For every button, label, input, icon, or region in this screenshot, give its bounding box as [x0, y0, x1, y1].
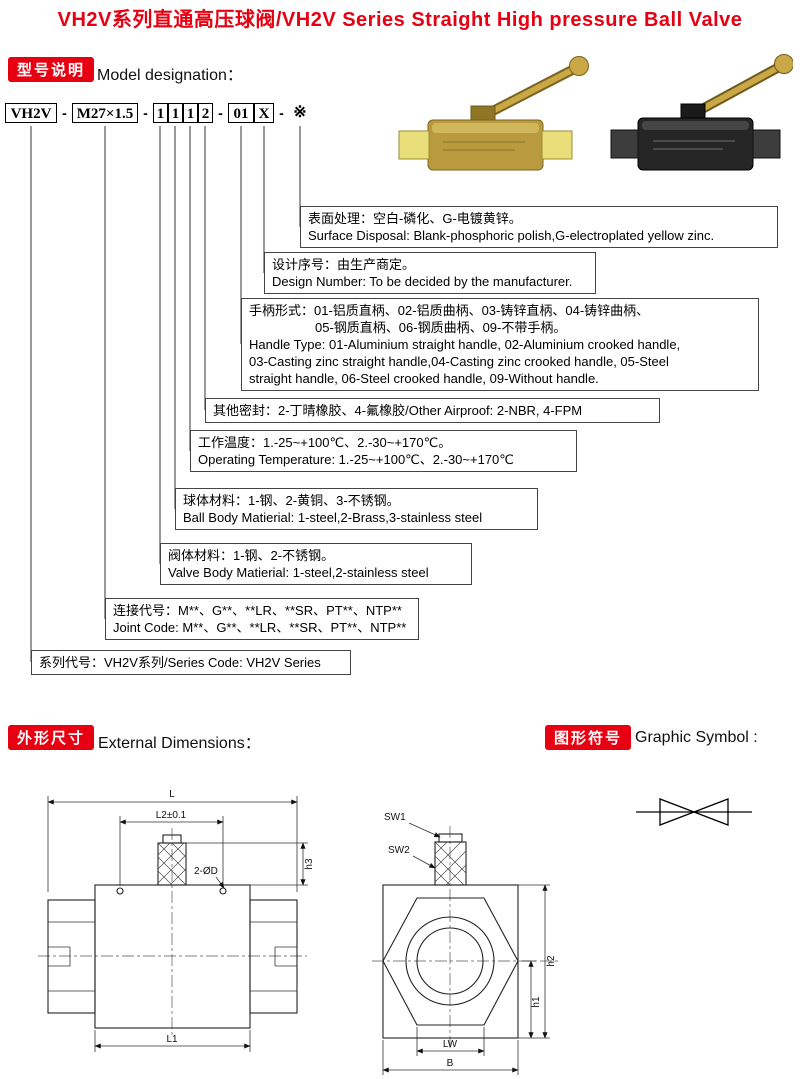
annotation-design-number: 设计序号：由生产商定。 Design Number: To be decided…: [264, 252, 596, 294]
annotation-line: Joint Code: M**、G**、**LR、**SR、PT**、NTP**: [113, 620, 407, 635]
annotation-line: 连接代号：M**、G**、**LR、**SR、PT**、NTP**: [113, 603, 402, 618]
dim-label-L: L: [169, 789, 175, 800]
annotation-line: 阀体材料：1-钢、2-不锈钢。: [168, 548, 335, 563]
annotation-line: 表面处理：空白-磷化、G-电镀黄锌。: [308, 211, 522, 226]
external-dimensions-badge: 外形尺寸: [8, 725, 95, 750]
dim-label-B: B: [447, 1058, 454, 1069]
code-separator: -: [218, 105, 223, 121]
annotation-line: Handle Type: 01-Aluminium straight handl…: [249, 337, 681, 352]
code-segment-valve-body: 1: [153, 103, 168, 123]
product-photos: [398, 54, 793, 171]
code-separator: -: [62, 105, 67, 121]
dim-label-h2: h2: [546, 955, 557, 967]
code-segment-series: VH2V: [5, 103, 57, 123]
annotation-line: 工作温度：1.-25~+100℃、2.-30~+170℃。: [198, 435, 452, 450]
annotation-line: Operating Temperature: 1.-25~+100℃、2.-30…: [198, 452, 514, 467]
annotation-line: 系列代号：VH2V系列/Series Code: VH2V Series: [39, 655, 321, 670]
model-designation-badge: 型号说明: [8, 57, 95, 82]
code-segment-surface: ※: [289, 103, 311, 123]
model-designation-header: 型号说明: [8, 57, 95, 82]
code-segment-handle: 01: [228, 103, 254, 123]
annotation-line: Design Number: To be decided by the manu…: [272, 274, 573, 289]
annotation-line: 手柄形式：01-铝质直柄、02-铝质曲柄、03-铸锌直柄、04-铸锌曲柄、: [249, 303, 650, 318]
annotation-surface-disposal: 表面处理：空白-磷化、G-电镀黄锌。 Surface Disposal: Bla…: [300, 206, 778, 248]
annotation-line: Surface Disposal: Blank-phosphoric polis…: [308, 228, 715, 243]
code-segment-ball-body: 1: [168, 103, 183, 123]
annotation-line: Ball Body Matierial: 1-steel,2-Brass,3-s…: [183, 510, 483, 525]
dim-label-LW: LW: [443, 1039, 458, 1050]
code-segment-design: X: [254, 103, 274, 123]
side-view-drawing: L L2±0.1 2-ØD h3 L1: [38, 789, 315, 1052]
dim-label-L1: L1: [166, 1034, 178, 1045]
code-separator: -: [143, 105, 148, 121]
dim-label-h1: h1: [531, 996, 542, 1008]
annotation-operating-temperature: 工作温度：1.-25~+100℃、2.-30~+170℃。 Operating …: [190, 430, 577, 472]
model-designation-label: Model designation：: [97, 67, 243, 84]
annotation-line: 05-钢质直柄、06-钢质曲柄、09-不带手柄。: [315, 320, 567, 335]
external-dimensions-label: External Dimensions：: [98, 735, 261, 752]
annotation-line: 03-Casting zinc straight handle,04-Casti…: [249, 354, 669, 369]
dim-label-L2: L2±0.1: [156, 810, 187, 821]
code-separator: -: [279, 105, 284, 121]
engineering-drawings: L L2±0.1 2-ØD h3 L1: [38, 789, 560, 1075]
annotation-line: 其他密封：2-丁晴橡胶、4-氟橡胶/Other Airproof: 2-NBR,…: [213, 403, 583, 418]
annotation-other-airproof: 其他密封：2-丁晴橡胶、4-氟橡胶/Other Airproof: 2-NBR,…: [205, 398, 660, 423]
annotation-line: 设计序号：由生产商定。: [272, 257, 416, 272]
annotation-handle-type: 手柄形式：01-铝质直柄、02-铝质曲柄、03-铸锌直柄、04-铸锌曲柄、 05…: [241, 298, 759, 391]
dim-label-SW2: SW2: [388, 845, 410, 856]
external-dimensions-header: 外形尺寸: [8, 725, 95, 750]
dim-label-SW1: SW1: [384, 812, 406, 823]
page-title: VH2V系列直通高压球阀/VH2V Series Straight High p…: [57, 9, 743, 31]
brass-valve-photo: [398, 56, 589, 171]
code-segment-temperature: 1: [183, 103, 198, 123]
annotation-ball-body-material: 球体材料：1-钢、2-黄铜、3-不锈钢。 Ball Body Matierial…: [175, 488, 538, 530]
annotation-series-code: 系列代号：VH2V系列/Series Code: VH2V Series: [31, 650, 351, 675]
annotation-valve-body-material: 阀体材料：1-钢、2-不锈钢。 Valve Body Matierial: 1-…: [160, 543, 472, 585]
annotation-line: Valve Body Matierial: 1-steel,2-stainles…: [168, 565, 429, 580]
code-segment-airproof: 2: [198, 103, 213, 123]
dim-label-holes: 2-ØD: [194, 866, 218, 877]
front-view-drawing: SW1 SW2 h2 h1 LW B: [372, 812, 560, 1075]
graphic-symbol-badge: 图形符号: [545, 725, 632, 750]
graphic-symbol-header: 图形符号: [545, 725, 632, 750]
annotation-joint-code: 连接代号：M**、G**、**LR、**SR、PT**、NTP** Joint …: [105, 598, 419, 640]
annotation-line: 球体材料：1-钢、2-黄铜、3-不锈钢。: [183, 493, 400, 508]
black-valve-photo: [610, 54, 793, 171]
code-segment-joint: M27×1.5: [72, 103, 138, 123]
graphic-symbol-label: Graphic Symbol :: [635, 729, 758, 746]
annotation-line: straight handle, 06-Steel crooked handle…: [249, 371, 599, 386]
valve-graphic-symbol: [636, 798, 752, 826]
dim-label-h3: h3: [304, 858, 315, 870]
